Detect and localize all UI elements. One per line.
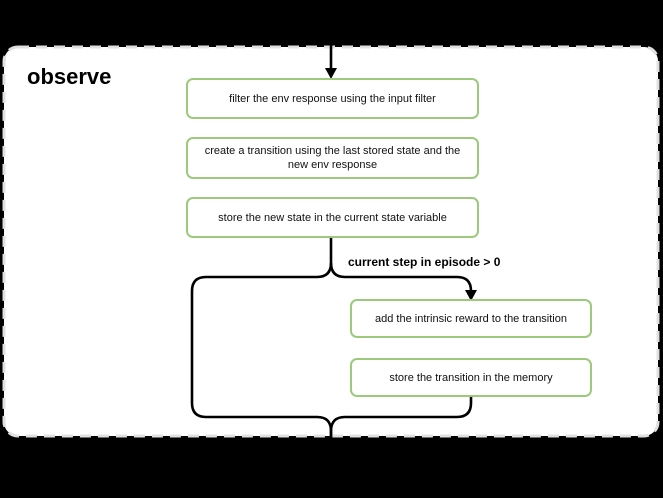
- flow-edge-condition-true: [329, 262, 473, 293]
- flow-edge-bypass: [190, 262, 333, 438]
- flow-node-create-transition: create a transition using the last store…: [186, 137, 479, 179]
- diagram-title: observe: [27, 64, 112, 89]
- flow-node-store-new-state: store the new state in the current state…: [186, 197, 479, 238]
- arrow-down-icon: [325, 68, 337, 79]
- flow-node-filter-env-response: filter the env response using the input …: [186, 78, 479, 119]
- flow-node-store-transition: store the transition in the memory: [350, 358, 592, 397]
- condition-label: current step in episode > 0: [348, 255, 501, 269]
- flow-node-add-intrinsic-reward: add the intrinsic reward to the transiti…: [350, 299, 592, 338]
- flow-edge-merge: [329, 397, 473, 438]
- arrow-down-icon: [465, 290, 477, 301]
